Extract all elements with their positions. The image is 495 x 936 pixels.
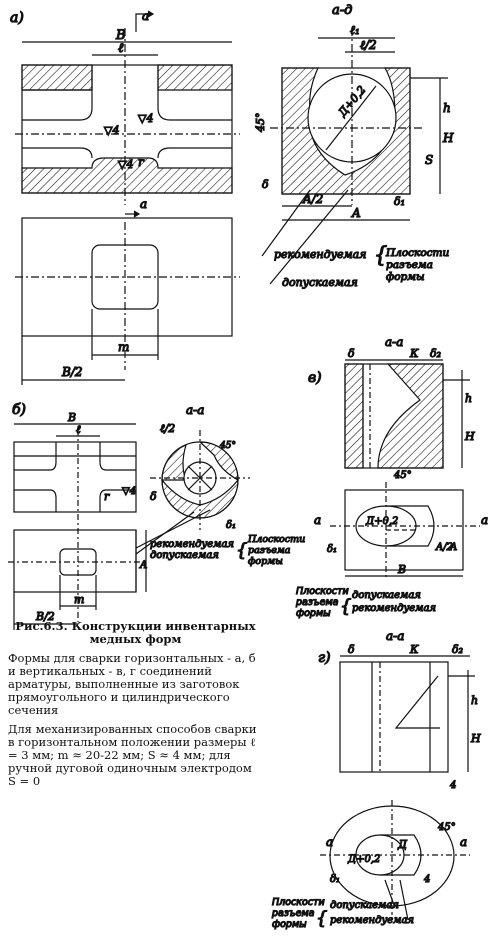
callout-recommended-a: рекомендуемая [274,248,366,261]
section-label-v: а-а [385,335,403,349]
dim-A-a: A [351,206,361,220]
planes-v-2: разъема [295,597,339,608]
dim-l-b: ℓ [76,423,81,436]
dim-B-half-a: В/2 [61,365,83,379]
panel-label-b: б) [12,402,26,418]
dim-delta1-b: δ₁ [226,520,236,531]
planes-g-1: Плоскости [272,897,325,908]
dim-delta2-v: δ₂ [430,347,441,360]
dim-B-v: В [397,563,406,576]
panel-label-v: в) [308,370,322,386]
dim-A-b: A [139,560,147,571]
rough-b: ▽4 [122,486,136,497]
dim-delta1-g: δ₁ [330,874,340,885]
dim-delta-g: δ [348,643,355,656]
dim-H-g: H [470,732,481,745]
dim-D-g: Д [397,838,408,851]
dim-delta-b: δ [150,490,157,503]
brace-v: { [340,596,351,617]
dim-m-a: m [118,340,129,354]
angle-45-a: 45° [254,113,267,134]
dim-A-v: A [449,542,457,553]
callout-allowed-v: допускаемая [352,590,421,601]
planes-g-2: разъема [271,908,315,919]
planes-g-3: формы [272,919,307,930]
caption-title: Рис.6.3. Конструкции инвентарных медных … [15,619,256,646]
dim-l1: ℓ₁ [350,23,360,37]
section-label-g: а-а [386,629,404,643]
dim-m-b: m [74,593,84,606]
dim-B-b: В [67,411,76,424]
dim-delta2-g: δ₂ [452,643,463,656]
dim-delta1-a: δ₁ [394,195,405,208]
planes-v-3: формы [296,608,331,619]
planes-a-3: формы [386,271,425,283]
rough-a1: ▽4 [104,124,119,137]
dim-delta-v: δ [348,347,355,360]
callout-recommended-v: рекомендуемая [352,603,436,614]
dim-S-a: S [425,153,433,167]
rough-a3: ▽4 [118,158,133,171]
planes-b-2: разъема [248,545,291,556]
dim-l-half: ℓ/2 [360,38,377,52]
dim-h-v: h [465,392,472,405]
dim-delta-a: δ [262,178,269,191]
angle-45-g: 45° [437,822,456,833]
angle-45-v: 45° [393,470,412,481]
cut-label-a-right-v: а [481,513,488,527]
brace-a: { [374,243,387,267]
dim-diam-g: Д+0,2 [347,854,380,865]
callout-recommended-g: рекомендуемая [330,915,414,926]
planes-a-2: разъема [386,259,433,271]
dim-B: В [115,28,126,43]
callout-allowed-a: допускаемая [282,276,358,289]
angle-45-b: 45° [219,441,236,451]
brace-g: { [316,908,327,929]
dim-l-half-b: ℓ/2 [160,422,175,435]
dim-H-a: H [442,131,454,145]
section-label-b: а-а [186,403,204,417]
figure-caption: Рис.6.3. Конструкции инвентарных медных … [8,620,263,794]
brace-b: { [236,540,247,561]
planes-v-1: Плоскости [296,586,349,597]
panel-label-g: г) [318,650,331,666]
dim-K-g: К [409,643,419,656]
cut-label-a-top: а [142,9,149,23]
dim-diam-v: Д+0,2 [365,516,398,527]
planes-b-3: формы [248,556,283,567]
planes-b-1: Плоскости [247,534,305,545]
callout-allowed-g: допускаемая [330,900,399,911]
cut-label-a-left-g: а [326,835,333,849]
dim-h-g: h [471,694,478,707]
callout-allowed-b: допускаемая [150,550,219,561]
dim-A-half-v: A/2 [435,542,453,553]
dim-delta1-v: δ₁ [327,544,337,555]
dim-K-v: К [409,347,419,360]
panel-label-a: а) [10,10,24,26]
dim-r-a: r [138,155,145,169]
section-label-a-d: а-д [332,3,352,18]
dim-A-half-a: A/2 [302,192,323,206]
dim-r-b: r [104,490,110,503]
cut-label-a-bottom: а [140,197,147,211]
dim-l: ℓ [118,41,124,56]
callout-recommended-b: рекомендуемая [150,539,234,550]
dim-4-g: 4 [449,780,456,791]
planes-a-1: Плоскости [385,247,449,259]
cut-label-a-left-v: а [314,513,321,527]
dim-B-half-b: В/2 [35,610,55,623]
caption-para-2: Для механизированных способов сварки в г… [8,722,257,788]
dim-h-a: h [443,101,451,115]
dim-4b-g: 4 [423,874,430,885]
dim-H-v: H [464,430,475,443]
rough-a2: ▽4 [138,112,153,125]
cut-label-a-right-g: а [460,835,467,849]
caption-para-1: Формы для сварки горизонтальных - а, б и… [8,651,256,717]
